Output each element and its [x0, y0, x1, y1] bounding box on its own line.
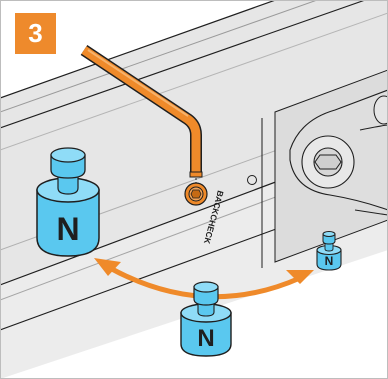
- spring-cylinder-medium-icon: N: [180, 281, 232, 357]
- spring-medium-letter: N: [197, 325, 214, 352]
- pivot-arm: [289, 89, 388, 211]
- spring-cylinder-large-icon: N: [36, 147, 100, 257]
- step-number-badge: 3: [15, 13, 56, 54]
- spring-small-letter: N: [325, 254, 334, 268]
- plate-hole: [247, 175, 257, 185]
- allen-key-icon: [80, 45, 203, 186]
- spring-cylinder-small-icon: N: [316, 231, 342, 271]
- adjustment-screw-icon: [184, 182, 208, 206]
- spring-large-letter: N: [56, 211, 79, 247]
